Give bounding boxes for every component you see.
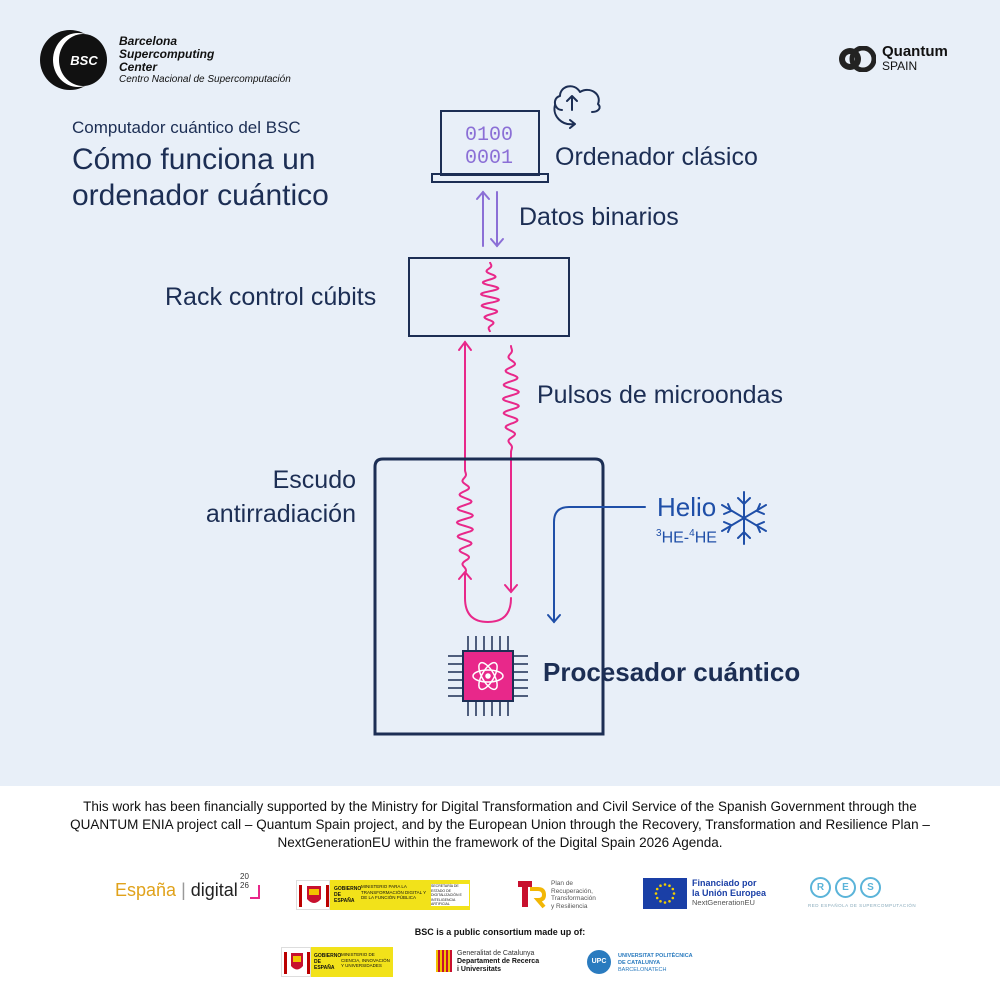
espana-digital-digital: digital (190, 880, 238, 900)
label-helium-isotopes: 3HE-4HE (656, 528, 717, 547)
quantum-spain-line1: Quantum (882, 43, 948, 60)
generalitat-line1: Generalitat de Catalunya (457, 950, 535, 957)
quantum-spain-logo-icon (838, 45, 877, 73)
generalitat-line2: Departament de Recerca (457, 958, 540, 965)
helium-mid: HE- (661, 529, 690, 547)
generalitat-text: Generalitat de Catalunya Departament de … (457, 950, 539, 974)
helium-line (547, 506, 646, 624)
page-title: Cómo funciona un ordenador cuántico (72, 142, 329, 214)
helium-sup3: 3 (656, 528, 662, 539)
generalitat-line3: i Universitats (457, 966, 501, 973)
upc-line3: BARCELONATECH (618, 967, 667, 973)
return-signal-line (455, 340, 512, 624)
binary-line2: 0001 (465, 147, 513, 170)
espana-digital-espana: España (115, 880, 177, 900)
snowflake-icon (721, 491, 767, 545)
label-binary-data: Datos binarios (519, 203, 679, 231)
res-letter: E (835, 877, 856, 898)
espana-digital-year-top: 20 (240, 872, 249, 881)
diagram-svg: 0100 0001 (373, 85, 767, 736)
res-letter: R (810, 877, 831, 898)
eu-line1: Financiado por (692, 878, 757, 888)
rack-box (408, 257, 570, 337)
plan-line: y Resiliencia (551, 902, 588, 910)
eu-flag-icon (643, 878, 687, 909)
espana-digital-arrow-icon (250, 885, 260, 899)
bsc-name: Barcelona Supercomputing Center Centro N… (119, 34, 291, 86)
eu-line3: NextGenerationEU (692, 898, 755, 907)
bsc-logo-icon: BSC (38, 28, 108, 92)
upc-text: UNIVERSITAT POLITÈCNICA DE CATALUNYA BAR… (618, 953, 693, 974)
res-letter: S (860, 877, 881, 898)
helium-end: HE (694, 529, 717, 547)
gobierno-text: GOBIERNO DE ESPAÑA (334, 886, 362, 904)
label-shield: Escudo antirradiación (150, 463, 356, 531)
ministerio-ciencia-text: MINISTERIO DE CIENCIA, INNOVACIÓN Y UNIV… (341, 952, 390, 968)
spain-shield-icon (296, 880, 330, 910)
plan-text: Plan de Recuperación, Transformación y R… (551, 880, 596, 910)
plan-line: Transformación (551, 895, 596, 902)
prtr-logo-icon (516, 879, 547, 909)
quantum-spain-logo: Quantum SPAIN (882, 44, 948, 74)
title-kicker: Computador cuántico del BSC (72, 118, 301, 137)
bsc-logo-text: BSC (70, 53, 98, 68)
footer-panel (0, 786, 1000, 1000)
label-shield-line2: antirradiación (205, 500, 356, 528)
binary-data-arrows (476, 190, 504, 248)
cloud-sync-icon (553, 85, 601, 129)
spain-shield-icon-2 (281, 947, 311, 977)
espana-digital-year-bottom: 26 (240, 881, 249, 890)
label-classic-computer: Ordenador clásico (555, 143, 758, 171)
funding-text: This work has been financially supported… (70, 799, 930, 850)
secretaria-text: SECRETARÍA DE ESTADO DE DIGITALIZACIÓN E… (431, 884, 469, 906)
upc-line1: UNIVERSITAT POLITÈCNICA (618, 953, 693, 959)
page-title-line1: Cómo funciona un (72, 143, 316, 176)
bsc-name-line: Supercomputing (119, 47, 215, 61)
ministerio-text: MINISTERIO PARA LA TRANSFORMACIÓN DIGITA… (361, 884, 427, 900)
quantum-chip-icon (448, 636, 528, 716)
res-logo: R E S (810, 877, 881, 898)
bsc-subtitle: Centro Nacional de Supercomputación (119, 74, 291, 85)
laptop-base (431, 173, 549, 183)
page-title-line2: ordenador cuántico (72, 179, 329, 212)
espana-digital-year: 20 26 (240, 872, 249, 890)
res-subtitle: RED ESPAÑOLA DE SUPERCOMPUTACIÓN (808, 903, 917, 908)
espana-digital-logo: España | digital (115, 880, 238, 900)
rack-wave (479, 261, 501, 333)
label-rack: Rack control cúbits (165, 283, 377, 311)
shield-box (373, 457, 605, 734)
quantum-spain-line2: SPAIN (882, 59, 918, 73)
consortium-title: BSC is a public consortium made up of: (414, 927, 586, 937)
label-helium: Helio (657, 492, 717, 522)
bsc-name-line: Barcelona (119, 34, 178, 48)
helium-sup4: 4 (689, 528, 695, 539)
gobierno-text-2: GOBIERNO DE ESPAÑA (314, 953, 342, 971)
eu-line2: la Unión Europea (692, 888, 767, 898)
plan-line: Recuperación, (551, 887, 593, 895)
label-microwave: Pulsos de microondas (537, 381, 783, 409)
upc-line2: DE CATALUNYA (618, 960, 661, 966)
microwave-pulse-line (501, 345, 520, 594)
eu-text: Financiado por la Unión Europea NextGene… (692, 878, 766, 908)
upc-logo-icon: UPC (587, 950, 611, 974)
plan-line: Plan de (551, 880, 574, 887)
bsc-name-line: Center (119, 60, 158, 74)
binary-line1: 0100 (465, 124, 513, 147)
label-processor: Procesador cuántico (543, 657, 801, 687)
label-shield-line1: Escudo (272, 466, 356, 494)
generalitat-flag-icon (436, 950, 452, 972)
